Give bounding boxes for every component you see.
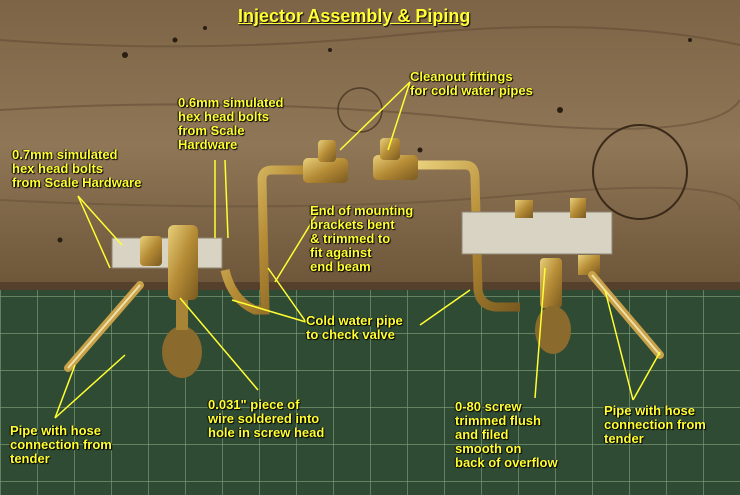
label-cleanout-fittings: Cleanout fittings for cold water pipes <box>410 69 533 98</box>
right-injector <box>461 198 664 359</box>
label-mounting-brackets: End of mounting brackets bent & trimmed … <box>310 203 414 274</box>
label-bolts-07mm: 0.7mm simulated hex head bolts from Scal… <box>12 147 142 190</box>
label-pipe-left: Pipe with hose connection from tender <box>10 423 112 466</box>
cleanout-fittings <box>303 138 418 183</box>
left-injector <box>64 225 223 378</box>
label-bolts-06mm: 0.6mm simulated hex head bolts from Scal… <box>178 95 284 152</box>
photo-title: Injector Assembly & Piping <box>238 6 471 26</box>
label-cold-water-pipe: Cold water pipe to check valve <box>306 313 403 342</box>
pencil-circle <box>592 124 688 220</box>
wood-holes <box>57 26 692 243</box>
label-080-screw: 0-80 screw trimmed flush and filed smoot… <box>455 399 558 470</box>
label-pipe-right: Pipe with hose connection from tender <box>604 403 706 446</box>
left-cold-water-pipe <box>220 165 305 315</box>
label-wire-piece: 0.031" piece of wire soldered into hole … <box>208 397 325 440</box>
leader-lines <box>54 81 661 419</box>
